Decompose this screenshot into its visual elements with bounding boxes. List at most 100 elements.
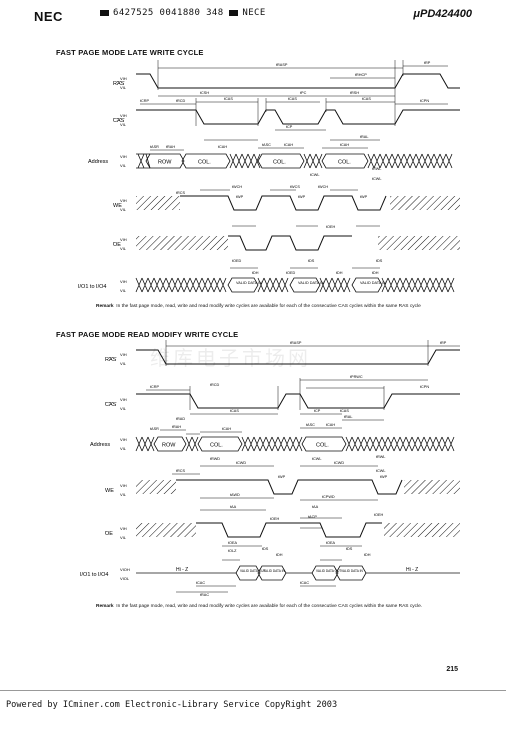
footer-text: Powered by ICminer.com Electronic-Librar… <box>6 700 338 710</box>
d2-toea-label-2: tOEA <box>326 541 336 545</box>
d2-valid-data-out-1: VALID DATA OUT <box>240 569 265 573</box>
diagram1-remark-text: In the fast page mode, read, write and r… <box>116 304 421 309</box>
d2-valid-data-out-2: VALID DATA OUT <box>316 569 341 573</box>
d2-cas-label: CAS <box>105 402 117 408</box>
d2-trp-label: tRP <box>440 341 447 345</box>
d1-tds-label: tDS <box>308 259 315 263</box>
d1-tcah-label-2: tCAH <box>284 143 293 147</box>
d1-trasp-label: tRASP <box>276 63 288 67</box>
d2-tcwd-label-2: tCWD <box>334 461 344 465</box>
d1-tds-label-2: tDS <box>376 259 383 263</box>
d2-trac-label: tRAC <box>200 593 209 597</box>
diagram1-remark-label: Remark <box>96 304 114 309</box>
d2-trcs-label: tRCS <box>176 469 186 473</box>
d2-oe-row: OE VIH VIL <box>105 522 460 540</box>
d2-tawd-label: tAWD <box>230 493 240 497</box>
d2-io-viol: VIOL <box>120 576 130 581</box>
d2-tcac-label: tCAC <box>196 581 205 585</box>
d2-tcp-label: tCP <box>314 409 321 413</box>
d1-toed-label-2: tOED <box>286 271 296 275</box>
d1-valid-data-in-2: VALID DATA IN <box>298 281 324 285</box>
d2-tcwd-label: tCWD <box>236 461 246 465</box>
d1-tasc-label: tASC <box>262 143 271 147</box>
d1-col-address-2: COL. <box>273 160 286 166</box>
d1-tcsh-label: tCSH <box>200 91 209 95</box>
d1-toed-label: tOED <box>232 259 242 263</box>
document-code-right: NECE <box>242 8 266 18</box>
d1-ras-vih: VIH <box>120 76 127 81</box>
d1-tdh-label-2: tDH <box>336 271 343 275</box>
d1-cas-label: CAS <box>113 118 125 124</box>
d1-trcd-label: tRCD <box>176 99 186 103</box>
d2-tds-label-2: tDS <box>346 547 353 551</box>
barcode-block-icon <box>100 9 109 16</box>
d2-hi-z-1: Hi - Z <box>176 567 188 573</box>
d1-tasr-label: tASR <box>150 145 159 149</box>
diagram2-title: FAST PAGE MODE READ MODIFY WRITE CYCLE <box>56 330 239 339</box>
d1-oe-vih: VIH <box>120 237 127 242</box>
diagram1-remark: Remark In the fast page mode, read, writ… <box>96 304 436 310</box>
d1-twcs-label: tWCS <box>290 185 300 189</box>
d2-tasc-label: tASC <box>306 423 315 427</box>
diagram2-remark-label: Remark <box>96 604 114 609</box>
d1-tpc-label: tPC <box>300 91 307 95</box>
d1-cas-vih: VIH <box>120 113 127 118</box>
d2-tprwc-label: tPRWC <box>350 375 363 379</box>
d1-address-row: Address VIH VIL ROW COL. COL. COL. <box>88 153 453 169</box>
d2-io-row: I/O1 to I/O4 VIOH VIOL Hi - Z Hi - Z VAL… <box>80 565 460 581</box>
d2-ras-label: RAS <box>105 357 117 363</box>
d1-we-vih: VIH <box>120 198 127 203</box>
d1-trp-label: tRP <box>424 61 431 65</box>
document-code-left: 6427525 0041880 348 <box>113 8 224 18</box>
d2-tcac-label-2: tCAC <box>300 581 309 585</box>
d2-tdh-label-2: tDH <box>364 553 371 557</box>
d2-tcah-label: tCAH <box>222 427 231 431</box>
d2-address-vil: VIL <box>120 446 127 451</box>
d2-twp-label-2: tWP <box>380 475 388 479</box>
d1-tcas-label-1: tCAS <box>224 97 233 101</box>
d2-trah-label: tRAH <box>172 425 181 429</box>
d2-io-vioh: VIOH <box>120 567 130 572</box>
barcode-block-icon <box>229 9 239 16</box>
d1-timing-arrows <box>140 60 448 269</box>
d1-twp-label: tWP <box>236 195 244 199</box>
d1-col-address-1: COL. <box>198 160 211 166</box>
d2-tcrp-label: tCRP <box>150 385 160 389</box>
d1-twp-label-2: tWP <box>298 195 306 199</box>
d1-row-address: ROW <box>158 160 172 166</box>
d2-taa-label-2: tAA <box>312 505 319 509</box>
d2-ras-vih: VIH <box>120 352 127 357</box>
d1-col-address-3: COL. <box>338 160 351 166</box>
d2-oe-vil: VIL <box>120 535 127 540</box>
d1-trah-label: tRAH <box>166 145 175 149</box>
d2-valid-data-in-2: VALID DATA IN <box>341 569 363 573</box>
d2-tacp-label: tACP <box>308 515 317 519</box>
page-number: 215 <box>446 666 458 673</box>
d2-we-vil: VIL <box>120 492 127 497</box>
d2-we-vih: VIH <box>120 483 127 488</box>
footer-divider <box>0 690 506 691</box>
d1-ras-row: RAS VIH VIL <box>113 73 460 90</box>
d1-ras-label: RAS <box>113 81 125 87</box>
d2-tds-label: tDS <box>262 547 269 551</box>
d1-tcah-label: tCAH <box>218 145 227 149</box>
d1-trhcp-label: tRHCP <box>355 73 367 77</box>
d1-io-vil: VIL <box>120 288 127 293</box>
d1-twp-label-3: tWP <box>360 195 368 199</box>
d2-col-address-1: COL. <box>210 443 223 449</box>
d1-tdh-label: tDH <box>252 271 259 275</box>
diagram2-remark-text: In the fast page mode, read, write and r… <box>116 604 423 609</box>
d2-trcd-label: tRCD <box>210 383 220 387</box>
nec-logo: NEC <box>34 9 63 24</box>
d2-taa-label: tAA <box>230 505 237 509</box>
d2-cas-row: CAS VIH VIL <box>105 393 460 411</box>
d2-timing-arrows <box>146 340 460 593</box>
d1-cas-vil: VIL <box>120 122 127 127</box>
d1-ras-vil: VIL <box>120 85 127 90</box>
d2-tcwl-label: tCWL <box>312 457 322 461</box>
d1-trcs-label: tRCS <box>176 191 186 195</box>
d2-tcwl-label-2: tCWL <box>376 469 386 473</box>
d1-tcwl-label-2: tCWL <box>372 177 382 181</box>
